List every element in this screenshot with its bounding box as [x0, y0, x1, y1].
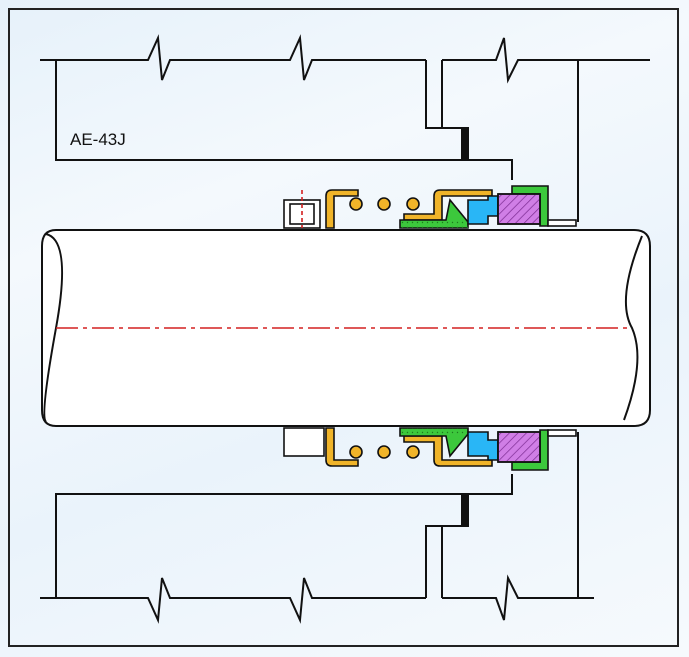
- upper-seal-assembly: [283, 185, 577, 229]
- drawing-frame: [8, 8, 679, 647]
- lower-seal-face: [467, 431, 499, 461]
- lower-bellows-holder: [403, 435, 493, 467]
- upper-spring: [349, 197, 363, 211]
- upper-spring: [377, 197, 391, 211]
- lower-housing: [40, 432, 594, 624]
- upper-bellows-holder: [403, 189, 493, 221]
- lower-spring-retainer: [325, 427, 359, 467]
- lower-seal-assembly: [283, 427, 577, 471]
- upper-housing: [40, 34, 650, 222]
- upper-seal-face: [467, 195, 499, 225]
- upper-spring-retainer: [325, 189, 359, 229]
- lower-spring: [377, 445, 391, 459]
- upper-spring: [406, 197, 420, 211]
- lower-set-collar: [283, 427, 325, 457]
- lower-spring: [406, 445, 420, 459]
- model-label: AE-43J: [70, 130, 126, 149]
- lower-spring: [349, 445, 363, 459]
